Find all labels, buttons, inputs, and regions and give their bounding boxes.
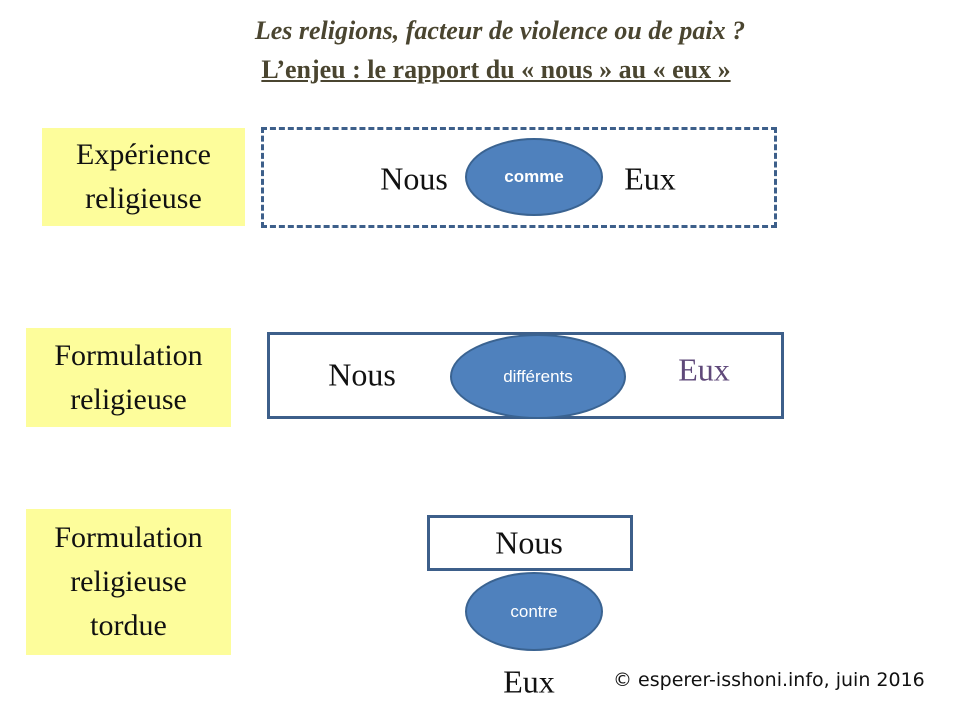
- label-line: religieuse: [70, 382, 187, 416]
- label-line: tordue: [90, 609, 167, 642]
- relation-label: comme: [504, 167, 564, 186]
- label-line: religieuse: [85, 182, 202, 215]
- label-experience-religieuse: Expérience religieuse: [42, 128, 245, 226]
- nous-text-row3: Nous: [495, 524, 563, 561]
- nous-text-row2: Nous: [328, 356, 396, 393]
- slide-title: Les religions, facteur de violence ou de…: [254, 16, 746, 45]
- relation-ellipse-differents: différents: [450, 334, 626, 419]
- eux-text-row1: Eux: [624, 160, 676, 197]
- label-line: religieuse: [70, 565, 187, 598]
- dashed-frame-row1: [261, 127, 777, 228]
- relation-ellipse-contre: contre: [465, 572, 603, 651]
- eux-text-row3: Eux: [503, 663, 555, 700]
- relation-ellipse-comme: comme: [465, 138, 603, 216]
- relation-label: contre: [510, 601, 558, 621]
- copyright-notice: © esperer-isshoni.info, juin 2016: [613, 669, 925, 691]
- relation-label: différents: [503, 366, 573, 386]
- label-formulation-religieuse: Formulation religieuse: [26, 328, 231, 427]
- label-line: Formulation: [54, 521, 203, 554]
- nous-box-row3: [427, 515, 633, 571]
- eux-text-row2: Eux: [678, 351, 730, 388]
- label-line: Expérience: [76, 138, 211, 171]
- slide-subtitle: L’enjeu : le rapport du « nous » au « eu…: [261, 55, 731, 84]
- label-line: Formulation: [54, 338, 203, 372]
- nous-text-row1: Nous: [380, 160, 448, 197]
- label-formulation-religieuse-tordue: Formulation religieuse tordue: [26, 509, 231, 655]
